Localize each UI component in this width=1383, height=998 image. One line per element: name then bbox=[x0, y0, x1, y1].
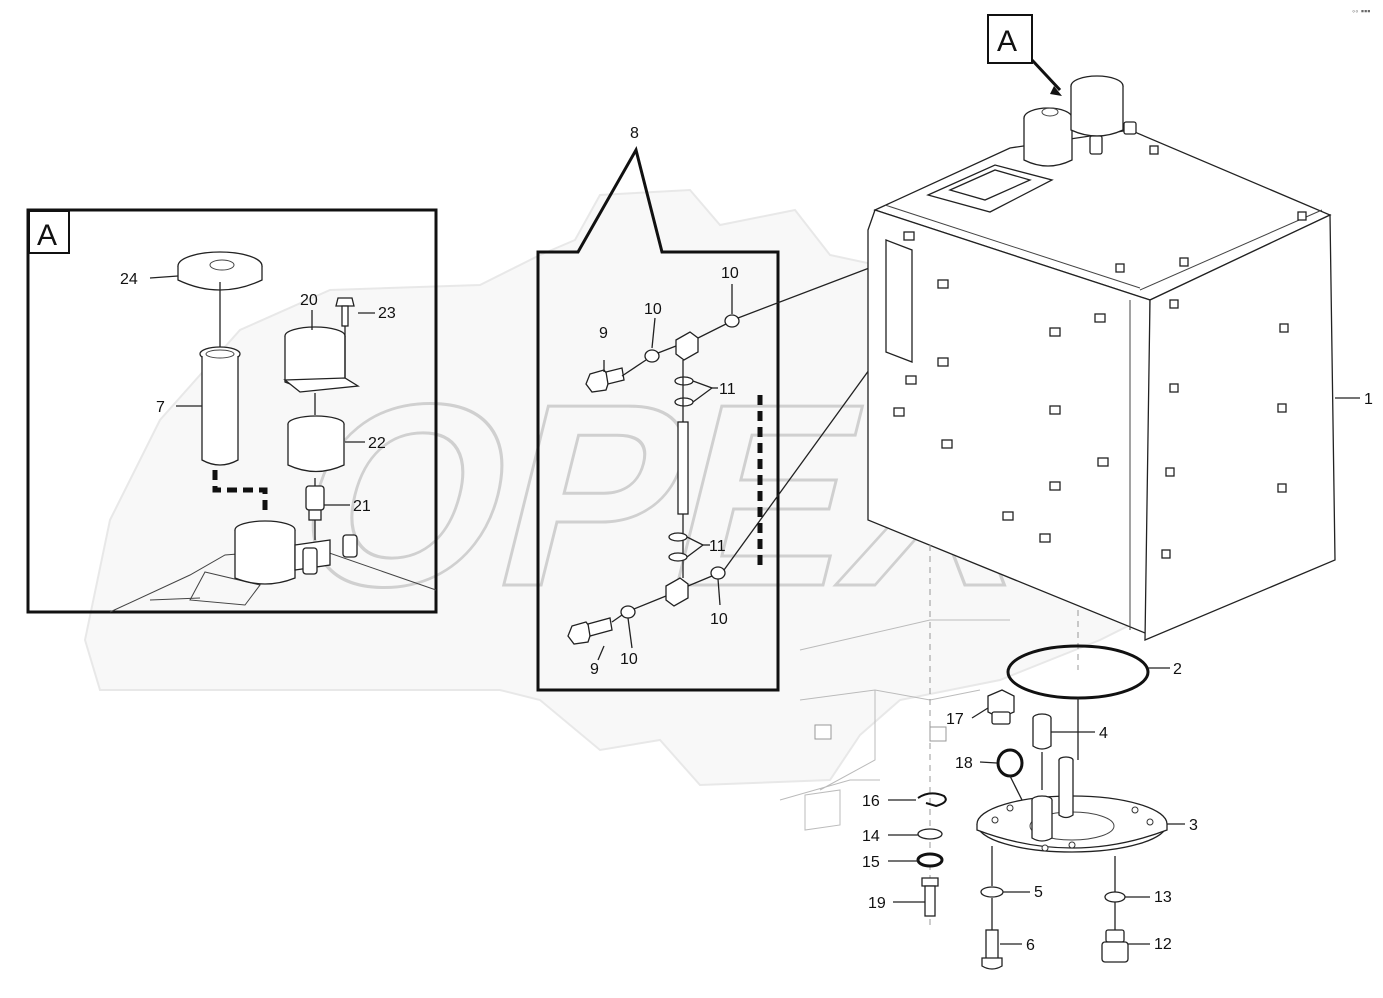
washer-13 bbox=[1104, 891, 1126, 903]
adapter-4 bbox=[1032, 713, 1052, 750]
washer-5 bbox=[980, 886, 1004, 898]
plug-17 bbox=[987, 689, 1015, 725]
callout-16: 16 bbox=[862, 793, 880, 810]
corner-mark: ◦◦ ▪▪▪ bbox=[1352, 6, 1370, 16]
callout-10-a: 10 bbox=[644, 301, 662, 318]
callout-9-bottom: 9 bbox=[590, 661, 599, 678]
filler-base bbox=[234, 520, 358, 585]
callout-11-bottom: 11 bbox=[709, 538, 726, 555]
detail-view-a-letter: A bbox=[37, 219, 57, 252]
fitting-bottom bbox=[665, 577, 689, 607]
lock-washer-15 bbox=[916, 852, 944, 868]
clip-16 bbox=[917, 792, 947, 808]
bolt-19 bbox=[921, 877, 939, 917]
breather-element bbox=[287, 415, 345, 473]
callout-10-d: 10 bbox=[620, 651, 638, 668]
callout-13: 13 bbox=[1154, 889, 1172, 906]
tank-view-a-tag bbox=[987, 14, 1033, 64]
detail-view-a-frame bbox=[26, 208, 438, 614]
detail-view-a: A bbox=[26, 208, 438, 614]
callout-4: 4 bbox=[1099, 725, 1108, 742]
detail-view-sight-gauge: 8 bbox=[536, 125, 886, 692]
callout-24: 24 bbox=[120, 271, 138, 288]
callout-18: 18 bbox=[955, 755, 973, 772]
breather-filter bbox=[283, 326, 360, 393]
callout-6: 6 bbox=[1026, 937, 1035, 954]
washer-bottom-right bbox=[710, 566, 726, 580]
o-ring-18 bbox=[996, 748, 1024, 778]
callout-21: 21 bbox=[353, 498, 371, 515]
o-ring-2 bbox=[1006, 644, 1150, 700]
suction-flange-3 bbox=[976, 756, 1168, 853]
breather-adapter bbox=[305, 485, 325, 521]
callout-2: 2 bbox=[1173, 661, 1182, 678]
callout-14: 14 bbox=[862, 828, 880, 845]
plug-12 bbox=[1101, 929, 1129, 963]
callout-7: 7 bbox=[156, 399, 165, 416]
filler-tube bbox=[199, 346, 241, 466]
screw-23 bbox=[335, 297, 355, 378]
callout-9-top: 9 bbox=[599, 325, 608, 342]
washer-bottom-left bbox=[620, 605, 636, 619]
callout-19: 19 bbox=[868, 895, 886, 912]
tank-view-a-letter: A bbox=[997, 25, 1017, 58]
callout-11-top: 11 bbox=[719, 381, 736, 398]
hydraulic-tank: A 1 bbox=[867, 14, 1373, 641]
washer-top-left bbox=[644, 349, 660, 363]
callout-20: 20 bbox=[300, 292, 318, 309]
callout-3: 3 bbox=[1189, 817, 1198, 834]
washer-top-right bbox=[724, 314, 740, 328]
callout-10-c: 10 bbox=[710, 611, 728, 628]
sight-tube bbox=[677, 421, 689, 515]
bolt-6 bbox=[981, 929, 1003, 970]
detail-view-a-tag bbox=[28, 210, 70, 254]
callout-12: 12 bbox=[1154, 936, 1172, 953]
bottom-parts: 2 17 18 4 bbox=[862, 644, 1198, 970]
banjo-bolt-bottom bbox=[567, 617, 613, 645]
washer-14 bbox=[917, 828, 943, 840]
callout-15: 15 bbox=[862, 854, 880, 871]
callout-22: 22 bbox=[368, 435, 386, 452]
filler-cap bbox=[177, 251, 263, 291]
fitting-top bbox=[675, 331, 699, 361]
callout-10-b: 10 bbox=[721, 265, 739, 282]
callout-5: 5 bbox=[1034, 884, 1043, 901]
callout-17: 17 bbox=[946, 711, 964, 728]
detail-view-8-frame bbox=[536, 146, 780, 692]
callout-8: 8 bbox=[630, 125, 639, 142]
callout-23: 23 bbox=[378, 305, 396, 322]
callout-1: 1 bbox=[1364, 391, 1373, 408]
